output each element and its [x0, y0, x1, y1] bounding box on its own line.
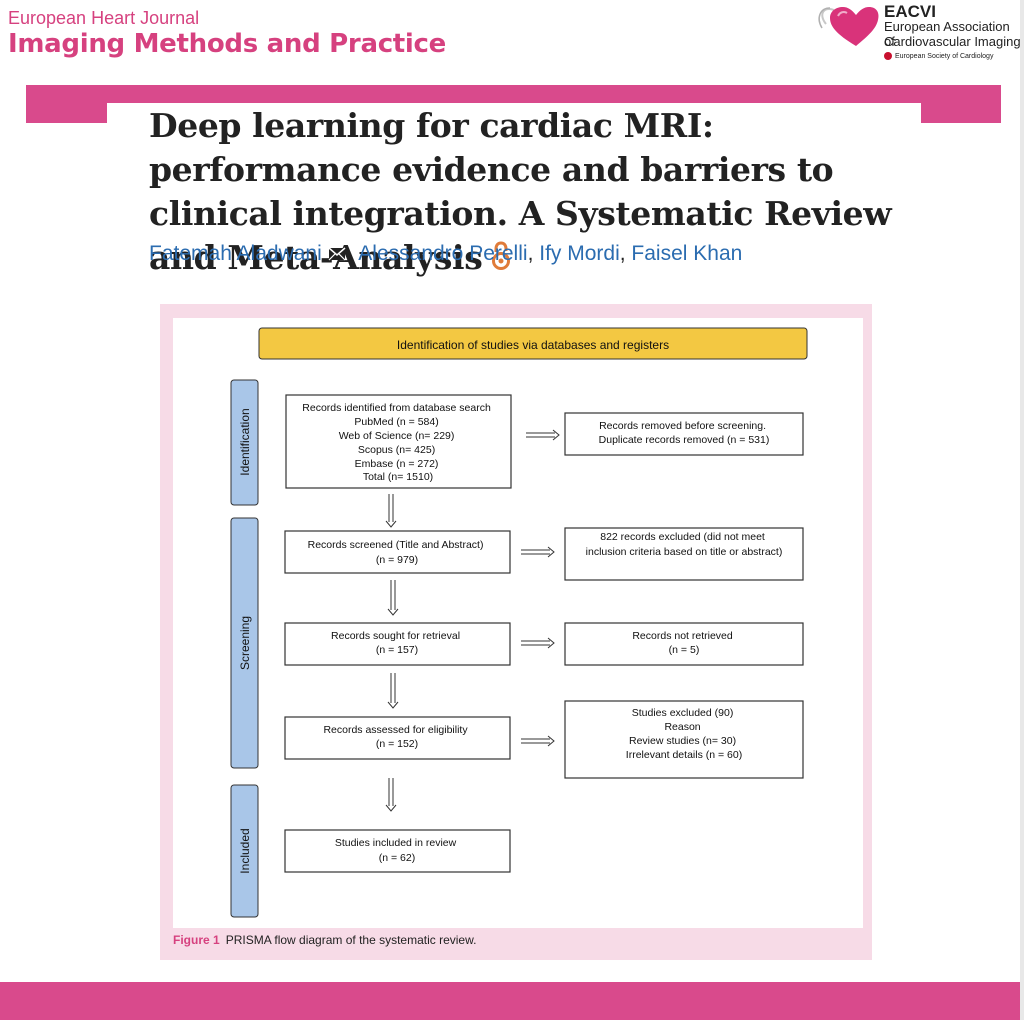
article-title: Deep learning for cardiac MRI: performan…	[149, 104, 949, 280]
author-link[interactable]: Fatemah Aladwani	[149, 242, 322, 265]
stage-bar-identification	[230, 379, 259, 506]
society-name-line2: Cardiovascular Imaging	[884, 34, 1021, 49]
parent-society-label: European Society of Cardiology	[895, 52, 994, 60]
box-records-identified-text: Records identified from database search …	[302, 402, 493, 483]
mail-icon[interactable]	[328, 247, 346, 261]
open-access-icon	[492, 241, 511, 270]
box-records-screened	[284, 530, 511, 574]
parent-society: European Society of Cardiology	[884, 52, 993, 60]
flow-arrows-down	[385, 494, 399, 812]
stage-label-screening: Screening	[238, 616, 252, 670]
author-separator: ,	[347, 242, 359, 265]
author-link[interactable]: Ify Mordi	[539, 242, 620, 265]
figure-caption: Figure 1 PRISMA flow diagram of the syste…	[173, 933, 476, 947]
box-records-not-retrieved	[564, 622, 804, 666]
society-name-line1: European Association of	[884, 19, 1010, 49]
society-acronym: EACVI	[884, 2, 936, 21]
flow-arrows-right	[521, 429, 560, 747]
footer-band	[0, 982, 1024, 1020]
author-list: Fatemah Aladwani , Alessandro Perelli, I…	[149, 242, 742, 266]
stage-bar-included	[230, 784, 259, 918]
title-card	[107, 103, 921, 283]
figure-label: Figure 1	[173, 933, 220, 947]
box-studies-excluded	[564, 700, 804, 779]
author-separator: ,	[527, 242, 540, 265]
journal-name-line1: European Heart Journal	[8, 8, 200, 28]
box-studies-included-text: Studies included in review (n = 62)	[335, 837, 459, 864]
heart-logo-icon	[818, 7, 879, 46]
page-edge	[1020, 0, 1024, 1020]
flow-header-text: Identification of studies via databases …	[397, 338, 669, 352]
stage-bar-screening	[230, 517, 259, 769]
box-records-removed-text: Records removed before screening. Duplic…	[599, 420, 770, 446]
prisma-flow-diagram: Identification of studies via databases …	[230, 327, 808, 918]
author-link[interactable]: Alessandro Perelli	[358, 242, 528, 265]
flow-header-box	[258, 327, 808, 360]
esc-heart-icon	[884, 52, 892, 60]
box-records-identified	[285, 394, 512, 489]
box-records-assessed	[284, 716, 511, 760]
stage-label-identification: Identification	[238, 408, 252, 475]
box-records-screened-text: Records screened (Title and Abstract) (n…	[308, 539, 487, 566]
figure-caption-text: PRISMA flow diagram of the systematic re…	[225, 933, 477, 947]
box-records-sought-text: Records sought for retrieval (n = 157)	[331, 630, 463, 656]
box-studies-excluded-text: Studies excluded (90) Reason Review stud…	[626, 707, 742, 761]
box-records-assessed-text: Records assessed for eligibility (n = 15…	[323, 724, 470, 750]
box-records-excluded-screening	[564, 527, 804, 581]
author-link[interactable]: Faisel Khan	[631, 242, 743, 265]
box-records-excluded-screening-text: 822 records excluded (did not meet inclu…	[586, 531, 783, 558]
journal-name-line2: Imaging Methods and Practice	[8, 29, 446, 59]
box-records-sought	[284, 622, 511, 666]
stage-label-included: Included	[238, 828, 252, 873]
box-records-not-retrieved-text: Records not retrieved (n = 5)	[632, 630, 735, 656]
box-records-removed	[564, 412, 804, 456]
article-title-text: Deep learning for cardiac MRI: performan…	[149, 106, 892, 277]
box-studies-included	[284, 829, 511, 873]
author-separator: ,	[619, 242, 632, 265]
